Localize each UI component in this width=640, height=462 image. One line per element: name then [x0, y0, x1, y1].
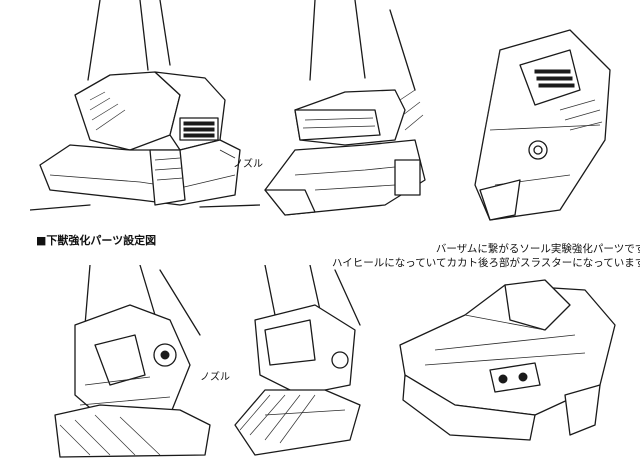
foot-view-rear-left [30, 0, 260, 215]
description-line-2: ハイヒールになっていてカカト後ろ部がスラスターになっています。 [332, 257, 640, 269]
sheet-description: バーザムに繋がるソール実験強化パーツです。 ハイヒールになっていてカカト後ろ部が… [332, 242, 640, 270]
foot-view-side-low-drawing [234, 265, 361, 456]
sole-view-perspective [395, 275, 630, 455]
sheet-title: ■下獣強化パーツ設定図 [36, 234, 157, 247]
foot-view-side-low [225, 265, 385, 460]
description-line-1: バーザムに繋がるソール実験強化パーツです。 [435, 243, 640, 255]
sole-view-underside [460, 10, 640, 225]
foot-view-side-front-drawing [264, 0, 426, 216]
sole-view-perspective-drawing [399, 279, 616, 441]
nozzle-callout-bottom: ノズル [200, 372, 230, 383]
nozzle-callout-top: ノズル [233, 159, 263, 170]
foot-view-side-front [255, 0, 435, 230]
sole-view-underside-drawing [474, 29, 611, 221]
foot-view-rear-low-drawing [54, 265, 211, 458]
foot-view-rear-left-drawing [30, 0, 260, 211]
foot-view-rear-low [40, 265, 230, 460]
